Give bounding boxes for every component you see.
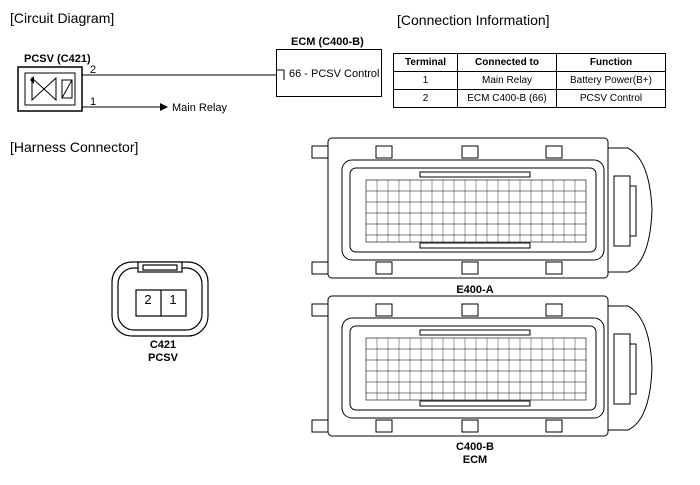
pin-2-label: 2 <box>90 64 97 76</box>
c421-pin-2: 2 <box>144 292 152 307</box>
e400a-connector <box>311 137 653 279</box>
valve-right-triangle <box>43 76 57 102</box>
e400a-pin-grid <box>376 180 576 242</box>
solenoid-box <box>61 79 73 99</box>
c421-desc: PCSV <box>148 352 178 364</box>
ecm-box: 66 - PCSV Control <box>276 49 382 97</box>
connection-table: Terminal Connected to Function 1 Main Re… <box>393 53 666 108</box>
pcsv-symbol-box <box>17 66 83 112</box>
main-relay-arrow-icon <box>160 103 168 111</box>
solenoid-slash <box>61 79 73 99</box>
ecm-label: ECM (C400-B) <box>291 36 364 48</box>
harness-connector-title: [Harness Connector] <box>10 139 139 155</box>
valve-left-triangle <box>31 76 45 102</box>
circuit-diagram-title: [Circuit Diagram] <box>10 10 115 26</box>
c421-pin-1: 1 <box>169 292 177 307</box>
c400b-name: C400-B <box>456 441 494 453</box>
pcsv-inner-box <box>24 72 76 106</box>
c421-connector <box>111 261 209 337</box>
c400b-pin-grid <box>376 338 576 400</box>
pin-1-label: 1 <box>90 96 97 108</box>
table-header-row: Terminal Connected to Function <box>393 53 666 72</box>
table-cell: 2 <box>393 89 458 108</box>
main-relay-label: Main Relay <box>172 102 228 114</box>
connection-info-title: [Connection Information] <box>397 12 550 28</box>
c400b-desc: ECM <box>462 454 488 466</box>
c400b-connector <box>311 295 653 437</box>
table-cell: PCSV Control <box>556 89 666 108</box>
ecm-pin-label: 66 - PCSV Control <box>289 68 380 80</box>
table-row: 2 ECM C400-B (66) PCSV Control <box>393 89 666 108</box>
valve-arrow-icon <box>30 76 34 84</box>
e400a-name: E400-A <box>456 284 494 296</box>
c421-name: C421 <box>149 339 177 351</box>
pcsv-label: PCSV (C421) <box>24 53 91 65</box>
